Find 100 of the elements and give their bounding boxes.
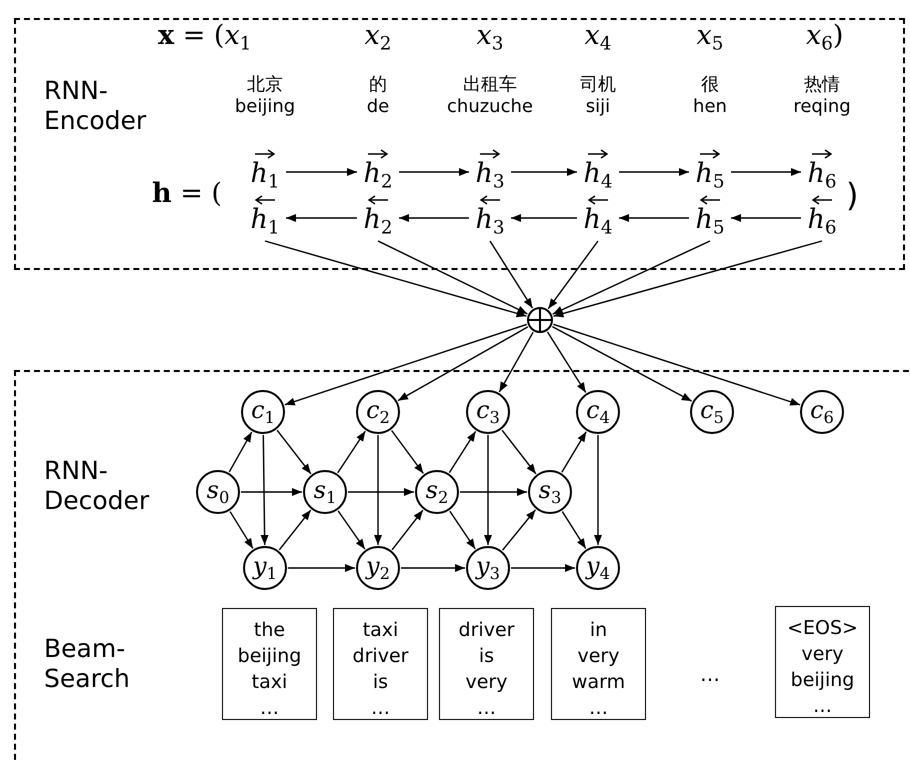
state-circle: c$_{3}$ — [466, 390, 510, 434]
arrow — [398, 326, 528, 402]
section-heading: Beam- Search — [44, 634, 130, 694]
arrow — [448, 431, 476, 473]
arrow — [511, 214, 577, 222]
dashed-region — [14, 370, 910, 760]
arrow — [230, 511, 254, 549]
candidate-box — [551, 608, 646, 720]
arrow — [392, 510, 424, 550]
arrow — [378, 240, 528, 314]
math-symbol: h$_{4}$ — [583, 206, 613, 238]
candidate-box — [439, 608, 534, 720]
arrow — [348, 488, 414, 496]
dashed-region — [14, 18, 905, 270]
arrow — [399, 168, 469, 176]
arrow — [619, 214, 689, 222]
state-circle: y$_{2}$ — [356, 546, 400, 590]
math-label: x$_{6}$) — [806, 20, 844, 54]
arrow — [498, 332, 534, 392]
arrow — [449, 510, 476, 550]
state-circle: y$_{1}$ — [243, 546, 287, 590]
arrow — [511, 168, 577, 176]
ellipsis-label: … — [700, 662, 720, 686]
state-circle: y$_{3}$ — [466, 546, 510, 590]
arrow — [484, 435, 492, 545]
math-symbol: h$_{5}$ — [695, 206, 725, 238]
arrow — [561, 431, 587, 473]
candidate-text: driver is very … — [458, 618, 514, 719]
math-symbol: h$_{6}$ — [807, 206, 837, 238]
candidate-box — [775, 606, 870, 718]
word-label: 出租车 — [463, 73, 517, 96]
arrow — [552, 240, 710, 315]
candidate-text: <EOS> very beijing … — [787, 616, 858, 717]
word-label: 司机 — [580, 73, 616, 96]
math-symbol: h$_{2}$ — [363, 206, 393, 238]
arrow — [553, 240, 822, 318]
math-label: x$_{4}$ — [584, 20, 612, 54]
math-symbol: h$_{2}$ — [363, 160, 393, 192]
math-symbol: h$_{1}$ — [250, 206, 280, 238]
arrow — [511, 564, 575, 572]
arrow — [374, 435, 382, 545]
math-symbol: h$_{1}$ — [250, 160, 280, 192]
candidate-box — [222, 608, 317, 720]
candidate-text: taxi driver is … — [352, 618, 408, 719]
arrow — [731, 214, 801, 222]
arrow — [391, 430, 424, 474]
arrow — [264, 240, 527, 318]
section-heading: RNN- Decoder — [44, 456, 150, 516]
arrow — [288, 564, 355, 572]
sum-circle — [527, 307, 553, 333]
candidate-text: the beijing taxi … — [238, 618, 302, 719]
word-label: siji — [586, 96, 610, 117]
word-label: hen — [693, 96, 727, 117]
arrow — [460, 488, 527, 496]
arrow — [502, 509, 536, 551]
math-symbol: h$_{5}$ — [695, 160, 725, 192]
arrow — [548, 240, 599, 310]
arrow — [286, 214, 357, 222]
arrow — [399, 214, 469, 222]
arrow — [552, 326, 692, 402]
arrow — [553, 324, 800, 406]
candidate-text: in very warm … — [572, 618, 626, 719]
math-symbol: h$_{6}$ — [807, 160, 837, 192]
math-label: x$_{5}$ — [696, 20, 724, 54]
math-label: x = (x$_{1}$ — [158, 20, 252, 54]
arrow — [228, 432, 252, 472]
arrow — [619, 168, 689, 176]
state-circle: s$_{2}$ — [415, 470, 459, 514]
word-label: 热情 — [804, 73, 840, 96]
word-label: reqing — [793, 96, 851, 117]
word-label: 的 — [369, 73, 387, 96]
state-circle: s$_{3}$ — [528, 470, 572, 514]
math-label: ) — [846, 176, 858, 214]
math-label: x$_{2}$ — [364, 20, 392, 54]
word-label: beijing — [234, 96, 296, 117]
arrow — [489, 240, 534, 309]
arrow — [731, 168, 801, 176]
section-heading: RNN- Encoder — [44, 76, 146, 136]
math-symbol: h$_{4}$ — [583, 160, 613, 192]
state-circle: y$_{4}$ — [576, 546, 620, 590]
arrow — [337, 430, 366, 474]
word-label: 北京 — [247, 73, 283, 96]
arrow — [286, 168, 357, 176]
state-circle: s$_{1}$ — [303, 470, 347, 514]
math-label: h = ( — [152, 178, 222, 209]
word-label: chuzuche — [447, 96, 533, 117]
math-label: x$_{3}$ — [476, 20, 504, 54]
arrow — [502, 430, 536, 474]
arrow — [260, 435, 269, 545]
arrow — [284, 324, 527, 406]
state-circle: c$_{2}$ — [356, 390, 400, 434]
state-circle: c$_{6}$ — [800, 390, 844, 434]
math-symbol: h$_{3}$ — [475, 206, 505, 238]
arrow — [594, 435, 602, 545]
arrow — [401, 564, 465, 572]
arrow — [546, 331, 586, 393]
candidate-box — [333, 608, 428, 720]
arrow — [338, 510, 366, 550]
arrow — [241, 488, 302, 496]
arrow — [278, 510, 312, 550]
